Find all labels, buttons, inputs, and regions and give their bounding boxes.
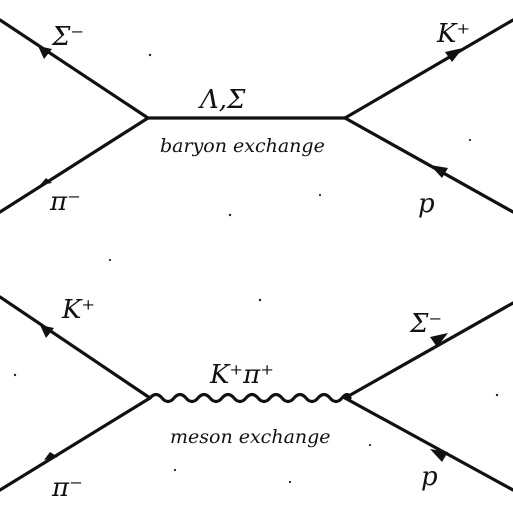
scan-specks bbox=[13, 53, 499, 484]
pi-minus-in-arrow bbox=[44, 452, 58, 460]
label-sigma-minus: Σ⁻ bbox=[51, 22, 84, 52]
k-plus-in-line bbox=[0, 295, 152, 400]
meson-exchange-diagram: K⁺ π⁻ Σ⁻ p K⁺π⁺ meson exchange bbox=[0, 295, 513, 503]
sigma-minus-arrow bbox=[38, 46, 52, 59]
pi-minus-in-line bbox=[0, 396, 152, 492]
label-k-plus-in: K⁺ bbox=[61, 295, 95, 325]
caption-baryon-exchange: baryon exchange bbox=[160, 135, 325, 157]
label-k-pi-exchange: K⁺π⁺ bbox=[209, 360, 274, 390]
label-sigma-minus-out: Σ⁻ bbox=[409, 309, 442, 339]
label-pi-minus: π⁻ bbox=[49, 187, 81, 217]
proton-line bbox=[343, 116, 513, 214]
pi-minus-line bbox=[0, 116, 150, 214]
k-plus-in-arrow bbox=[40, 325, 54, 338]
sigma-minus-line bbox=[0, 18, 150, 120]
proton-in-arrow bbox=[430, 449, 448, 462]
pi-minus-arrow bbox=[40, 178, 52, 185]
k-plus-line bbox=[343, 18, 513, 120]
proton-in-line bbox=[343, 396, 513, 492]
label-lambda-sigma: Λ,Σ bbox=[198, 85, 246, 115]
label-proton-out: p bbox=[421, 462, 438, 492]
sigma-minus-out-line bbox=[343, 301, 513, 400]
meson-propagator bbox=[148, 392, 352, 404]
label-k-plus: K⁺ bbox=[436, 19, 470, 49]
sigma-minus-out-arrow bbox=[430, 333, 448, 347]
label-pi-minus-in: π⁻ bbox=[51, 473, 83, 501]
k-plus-arrow bbox=[445, 48, 463, 62]
proton-arrow bbox=[430, 165, 448, 178]
label-proton: p bbox=[418, 189, 435, 219]
baryon-exchange-diagram: Σ⁻ π⁻ K⁺ p Λ,Σ baryon exchange bbox=[0, 18, 513, 219]
caption-meson-exchange: meson exchange bbox=[170, 426, 331, 448]
